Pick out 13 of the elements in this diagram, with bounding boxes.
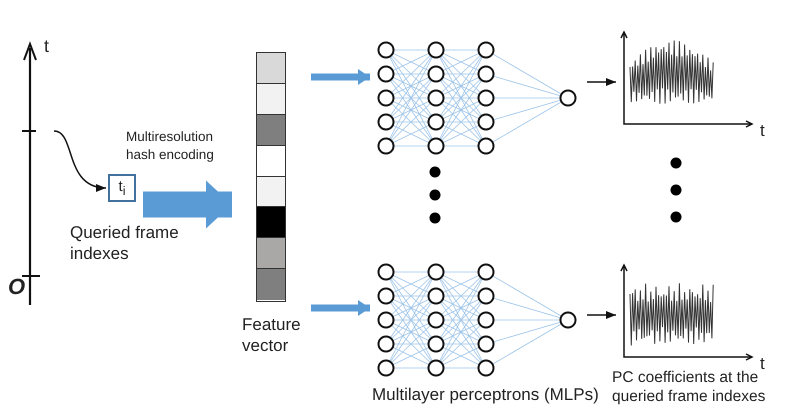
arrow — [54, 130, 106, 191]
block-arrow — [311, 69, 370, 85]
block-arrow — [143, 180, 232, 228]
axis-origin-label: O — [8, 276, 26, 297]
caption-text: Multilayer perceptrons (MLPs) — [372, 384, 600, 405]
arrow — [587, 311, 616, 319]
axis-label: t — [44, 36, 50, 57]
index-box: t$_{i}$ — [108, 174, 136, 202]
arrow — [587, 78, 616, 86]
block-arrow — [311, 300, 370, 316]
node-caption: Feature vector — [242, 314, 302, 356]
axis-label: t — [760, 120, 765, 141]
caption-text: Queried frame indexes — [70, 222, 180, 264]
